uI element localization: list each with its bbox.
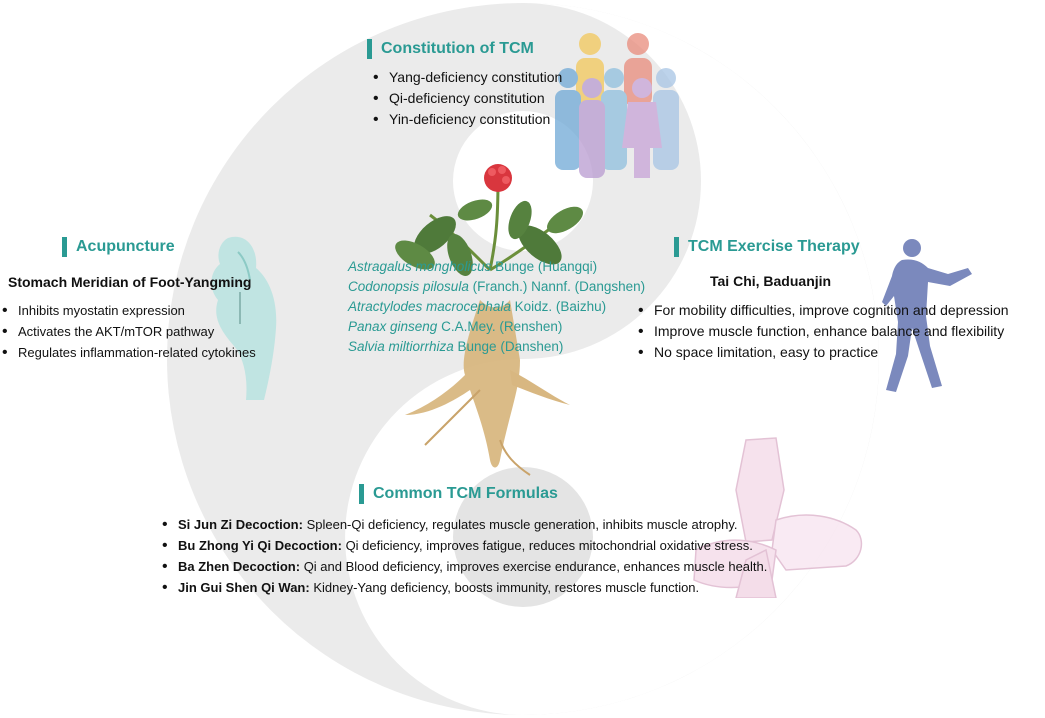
list-item: Ba Zhen Decoction: Qi and Blood deficien… — [160, 556, 767, 577]
herb-common-name: Bunge (Danshen) — [453, 339, 564, 354]
exercise-title: TCM Exercise Therapy — [674, 237, 860, 257]
list-item: For mobility difficulties, improve cogni… — [636, 300, 1009, 321]
formula-name: Bu Zhong Yi Qi Decoction: — [178, 538, 342, 553]
list-item: Inhibits myostatin expression — [0, 300, 256, 321]
acupuncture-list: Inhibits myostatin expression Activates … — [0, 300, 256, 363]
list-item: Si Jun Zi Decoction: Spleen-Qi deficienc… — [160, 514, 767, 535]
herb-list: Astragalus mongholicus Bunge (Huangqi) C… — [348, 257, 645, 357]
constitution-list: Yang-deficiency constitution Qi-deficien… — [371, 67, 562, 130]
acupuncture-subtitle: Stomach Meridian of Foot-Yangming — [8, 274, 252, 290]
acupuncture-title: Acupuncture — [62, 237, 175, 257]
formulas-title: Common TCM Formulas — [359, 484, 558, 504]
formula-name: Si Jun Zi Decoction: — [178, 517, 303, 532]
formulas-list: Si Jun Zi Decoction: Spleen-Qi deficienc… — [160, 514, 767, 598]
people-group-icon — [555, 33, 679, 178]
list-item: Jin Gui Shen Qi Wan: Kidney-Yang deficie… — [160, 577, 767, 598]
title-bar — [359, 484, 364, 504]
exercise-title-text: TCM Exercise Therapy — [688, 238, 860, 255]
formula-description: Qi and Blood deficiency, improves exerci… — [300, 559, 768, 574]
formula-description: Qi deficiency, improves fatigue, reduces… — [341, 538, 753, 553]
herb-latin-name: Salvia miltiorrhiza — [348, 339, 454, 354]
exercise-subtitle: Tai Chi, Baduanjin — [710, 273, 832, 289]
list-item: Regulates inflammation-related cytokines — [0, 342, 256, 363]
herb-latin-name: Atractylodes macrocephala — [348, 299, 511, 314]
title-bar — [674, 237, 679, 257]
list-item: Bu Zhong Yi Qi Decoction: Qi deficiency,… — [160, 535, 767, 556]
formula-description: Kidney-Yang deficiency, boosts immunity,… — [309, 580, 700, 595]
herb-latin-name: Astragalus mongholicus — [348, 259, 492, 274]
constitution-title: Constitution of TCM — [367, 39, 534, 59]
herb-item: Astragalus mongholicus Bunge (Huangqi) — [348, 257, 645, 277]
herb-common-name: Koidz. (Baizhu) — [510, 299, 607, 314]
herb-common-name: C.A.Mey. (Renshen) — [437, 319, 563, 334]
exercise-list: For mobility difficulties, improve cogni… — [636, 300, 1009, 363]
list-item: Activates the AKT/mTOR pathway — [0, 321, 256, 342]
formula-name: Ba Zhen Decoction: — [178, 559, 301, 574]
list-item: Yin-deficiency constitution — [371, 109, 562, 130]
title-bar — [62, 237, 67, 257]
herb-latin-name: Panax ginseng — [348, 319, 438, 334]
herb-common-name: (Franch.) Nannf. (Dangshen) — [468, 279, 646, 294]
herb-item: Salvia miltiorrhiza Bunge (Danshen) — [348, 337, 645, 357]
herb-common-name: Bunge (Huangqi) — [491, 259, 598, 274]
herb-item: Panax ginseng C.A.Mey. (Renshen) — [348, 317, 645, 337]
herb-item: Codonopsis pilosula (Franch.) Nannf. (Da… — [348, 277, 645, 297]
acupuncture-title-text: Acupuncture — [76, 238, 175, 255]
list-item: Qi-deficiency constitution — [371, 88, 562, 109]
herb-latin-name: Codonopsis pilosula — [348, 279, 469, 294]
constitution-title-text: Constitution of TCM — [381, 40, 534, 57]
formula-description: Spleen-Qi deficiency, regulates muscle g… — [302, 517, 738, 532]
title-bar — [367, 39, 372, 59]
list-item: No space limitation, easy to practice — [636, 342, 1009, 363]
formula-name: Jin Gui Shen Qi Wan: — [178, 580, 310, 595]
list-item: Improve muscle function, enhance balance… — [636, 321, 1009, 342]
ginseng-plant-icon — [395, 164, 584, 476]
herb-item: Atractylodes macrocephala Koidz. (Baizhu… — [348, 297, 645, 317]
list-item: Yang-deficiency constitution — [371, 67, 562, 88]
formulas-title-text: Common TCM Formulas — [373, 485, 558, 502]
